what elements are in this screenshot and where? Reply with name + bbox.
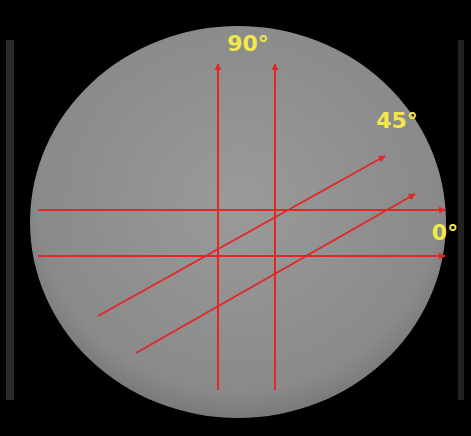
arrow-0 bbox=[38, 255, 445, 257]
angle-label: 45° bbox=[376, 110, 418, 132]
edge-shadow bbox=[458, 40, 464, 400]
arrow-90 bbox=[274, 64, 276, 390]
angle-label: 0° bbox=[432, 222, 458, 244]
arrow-45 bbox=[136, 194, 415, 353]
edge-shadow bbox=[6, 40, 14, 400]
arrow-90 bbox=[217, 64, 219, 390]
angle-label: 90° bbox=[227, 33, 269, 55]
specimen-disc bbox=[30, 26, 446, 418]
